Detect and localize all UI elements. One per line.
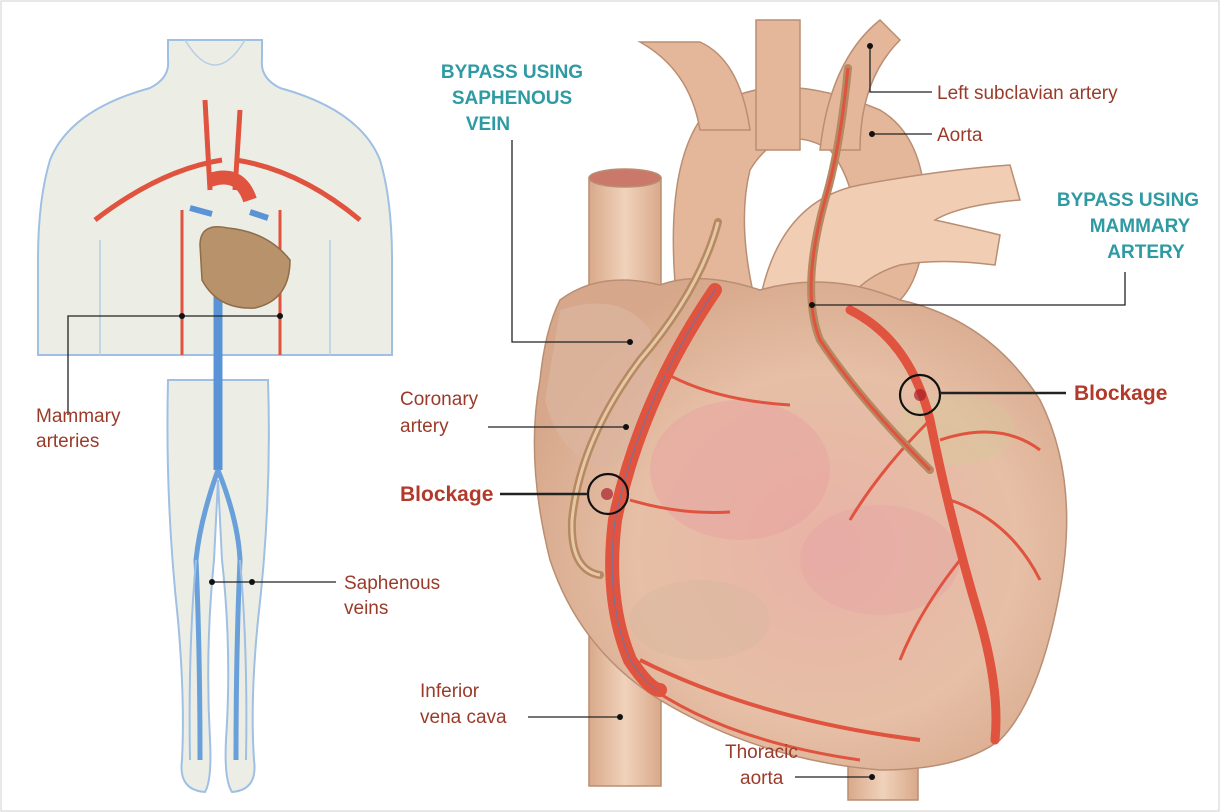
saphenous-dot-left <box>209 579 215 585</box>
bypass-mammary-line-3: ARTERY <box>1107 242 1185 263</box>
bypass-mammary-line-2: MAMMARY <box>1090 216 1191 237</box>
coronary-artery-line-1: Coronary <box>400 389 479 410</box>
saphenous-veins-line-1: Saphenous <box>344 573 440 594</box>
bypass-saphenous-line-3: VEIN <box>466 114 510 135</box>
saphenous-veins-line-2: veins <box>344 598 388 619</box>
thoracic-aorta-line-1: Thoracic <box>725 742 798 763</box>
heart-texture-2 <box>800 505 960 615</box>
inferior-vena-cava-line-1: Inferior <box>420 681 480 702</box>
dot-aorta <box>869 131 875 137</box>
heart-texture-1 <box>650 400 830 540</box>
heart-texture-3 <box>630 580 770 660</box>
saphenous-dot-right <box>249 579 255 585</box>
bypass-mammary-line-1: BYPASS USING <box>1057 190 1199 211</box>
aorta-label: Aorta <box>937 125 983 146</box>
blockage-clot-left <box>601 488 613 500</box>
bypass-saphenous-line-1: BYPASS USING <box>441 62 583 83</box>
dot-coronary <box>623 424 629 430</box>
dot-vena-cava <box>617 714 623 720</box>
dot-left-subclavian <box>867 43 873 49</box>
inferior-vena-cava-line-2: vena cava <box>420 707 507 728</box>
bypass-saphenous-line-2: SAPHENOUS <box>452 88 572 109</box>
mammary-dot-right <box>277 313 283 319</box>
dot-mammary-graft <box>809 302 815 308</box>
mammary-dot-left <box>179 313 185 319</box>
mammary-arteries-line-1: Mammary <box>36 406 121 427</box>
dot-saphenous-graft <box>627 339 633 345</box>
vena-cava-opening <box>589 169 661 187</box>
thoracic-aorta-line-2: aorta <box>740 768 784 789</box>
blockage-clot-right <box>914 389 926 401</box>
dot-thoracic-aorta <box>869 774 875 780</box>
mammary-arteries-line-2: arteries <box>36 431 99 452</box>
blockage-label-left: Blockage <box>400 483 493 506</box>
common-carotid-artery <box>756 20 800 150</box>
left-subclavian-label: Left subclavian artery <box>937 83 1118 104</box>
blockage-label-right: Blockage <box>1074 382 1167 405</box>
coronary-artery-line-2: artery <box>400 416 449 437</box>
